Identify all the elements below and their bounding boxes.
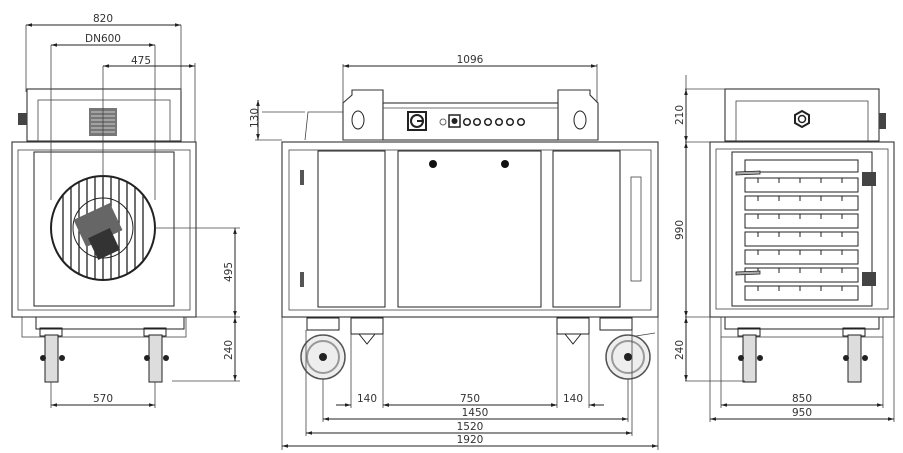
indicator-lights — [462, 117, 526, 127]
dim-820: 820 — [93, 13, 113, 25]
front-body-frame — [281, 141, 659, 318]
dim-750: 750 — [460, 393, 480, 405]
front-caster-right — [599, 317, 656, 380]
dim-850: 850 — [792, 393, 812, 405]
dim-140-right: 140 — [563, 393, 583, 405]
motor-icon — [73, 202, 123, 248]
dim-1920: 1920 — [457, 434, 484, 446]
dim-240-left: 240 — [223, 340, 235, 360]
dim-1450: 1450 — [462, 407, 489, 419]
dim-140-left: 140 — [357, 393, 377, 405]
right-caster-1 — [737, 327, 763, 383]
center-door-panel — [397, 150, 542, 308]
front-caster-left — [300, 317, 346, 380]
louvered-door — [731, 151, 873, 307]
dim-1096: 1096 — [457, 54, 484, 66]
dim-475: 475 — [131, 55, 151, 67]
dim-1520: 1520 — [457, 421, 484, 433]
dim-950: 950 — [792, 407, 812, 419]
right-caster-2 — [842, 327, 868, 383]
right-door-panel — [552, 150, 621, 308]
left-side-view: 820 DN600 475 495 240 570 — [11, 13, 240, 408]
hinge-icon — [862, 172, 876, 186]
front-view: 1096 130 140 750 140 1450 1520 1920 — [249, 54, 659, 450]
dim-240-right: 240 — [674, 340, 686, 360]
dim-130: 130 — [249, 108, 261, 128]
gland-nut-icon — [794, 109, 810, 129]
dim-495: 495 — [223, 262, 235, 282]
left-door-panel — [317, 150, 386, 308]
dim-990: 990 — [674, 220, 686, 240]
door-handle-icon — [735, 170, 761, 176]
dim-dn600: DN600 — [85, 33, 121, 45]
right-side-view: 210 990 240 850 950 — [674, 75, 895, 422]
left-caster-1 — [39, 327, 65, 383]
dim-570: 570 — [93, 393, 113, 405]
right-body-frame — [709, 141, 895, 318]
dim-210: 210 — [674, 105, 686, 125]
left-caster-2 — [143, 327, 169, 383]
